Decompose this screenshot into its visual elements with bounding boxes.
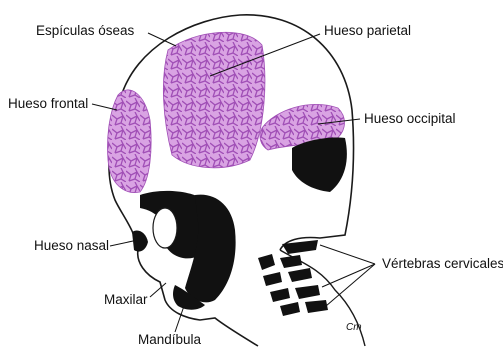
cervical-vertebrae-group bbox=[258, 240, 328, 316]
leader-vertebras-3 bbox=[326, 264, 375, 306]
label-occipital: Hueso occipital bbox=[364, 111, 456, 126]
leader-mandibula bbox=[175, 306, 184, 332]
vertebra-9 bbox=[305, 300, 328, 313]
label-nasal: Hueso nasal bbox=[34, 238, 109, 253]
label-parietal: Hueso parietal bbox=[324, 23, 411, 38]
label-especulas: Espículas óseas bbox=[36, 23, 135, 38]
parietal-bone-region bbox=[163, 32, 265, 168]
frontal-bone-region bbox=[107, 90, 151, 193]
vertebra-5 bbox=[288, 268, 312, 282]
leader-vertebras-1 bbox=[320, 245, 375, 264]
leader-especulas bbox=[148, 33, 176, 46]
label-mandibula: Mandíbula bbox=[138, 332, 202, 347]
vertebra-8 bbox=[280, 302, 300, 316]
label-vertebras: Vértebras cervicales bbox=[382, 256, 503, 271]
vertebra-4 bbox=[263, 272, 282, 286]
vertebra-7 bbox=[295, 285, 320, 299]
vertebra-6 bbox=[270, 288, 290, 302]
label-frontal: Hueso frontal bbox=[8, 96, 88, 111]
eye-socket bbox=[153, 208, 177, 248]
vertebra-2 bbox=[258, 254, 275, 270]
leader-vertebras-2 bbox=[322, 264, 375, 287]
label-maxilar: Maxilar bbox=[104, 292, 148, 307]
vertebra-3 bbox=[280, 255, 302, 268]
occipital-dark-region bbox=[292, 137, 347, 192]
signature-text: Cm bbox=[346, 322, 362, 333]
leader-nasal bbox=[110, 241, 133, 246]
nasal-dark-region bbox=[132, 230, 148, 251]
